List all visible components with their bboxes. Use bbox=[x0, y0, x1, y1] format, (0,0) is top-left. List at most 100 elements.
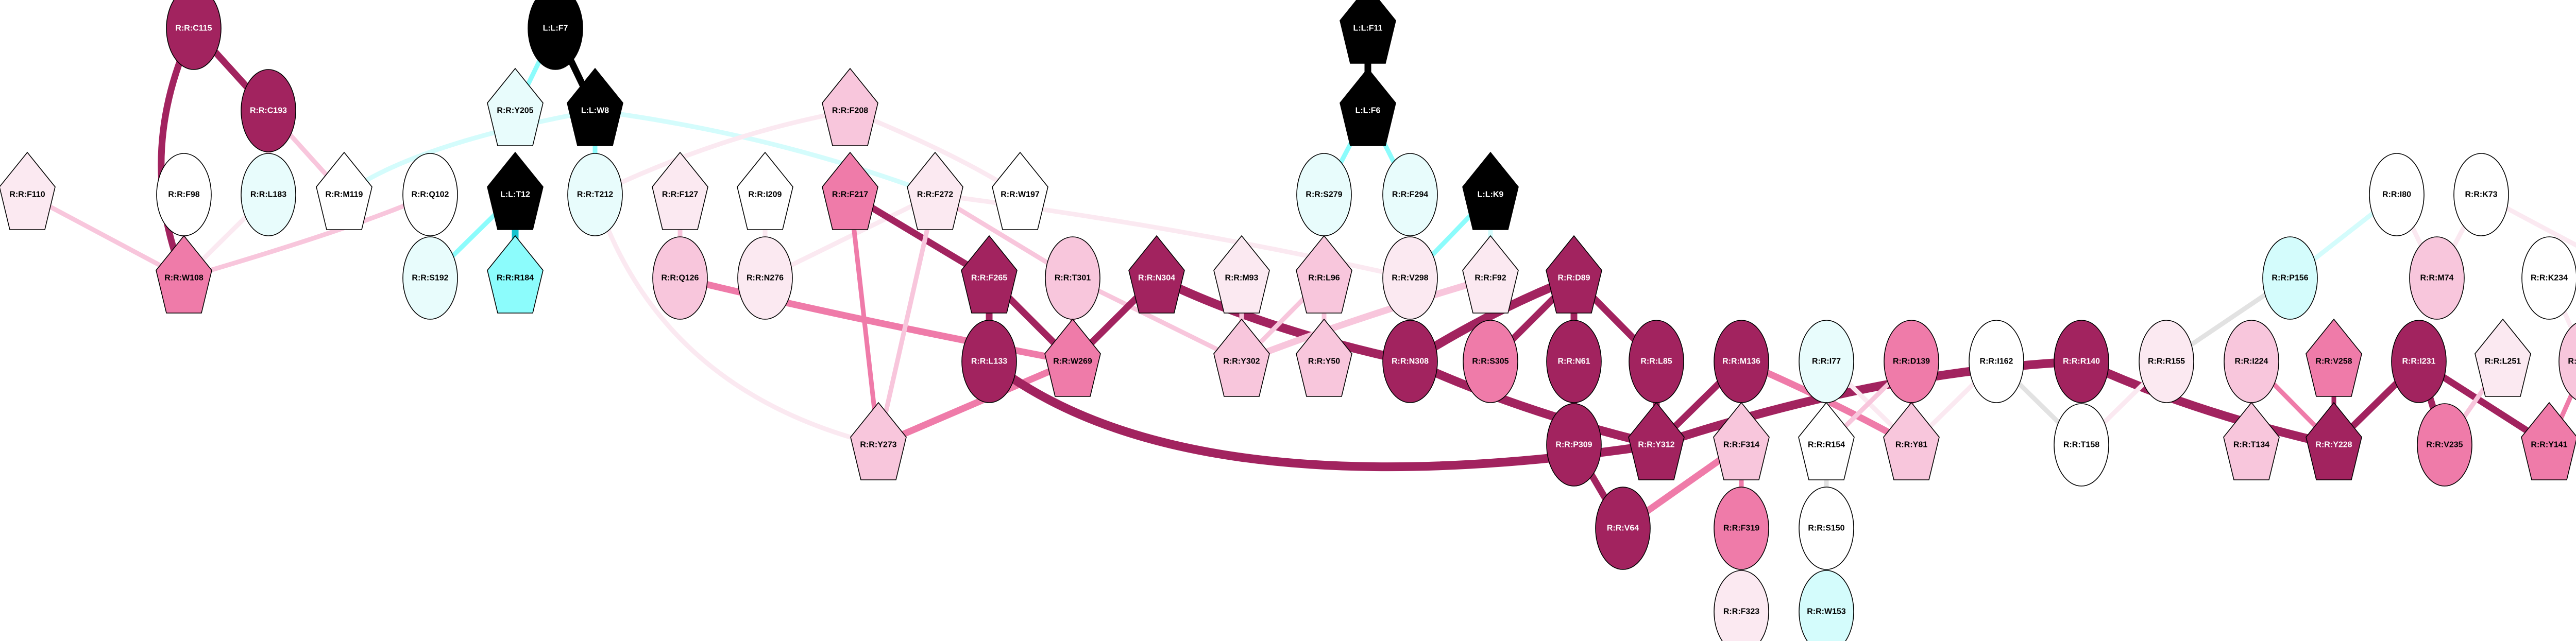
node-label: R:R:V145 bbox=[2568, 357, 2576, 366]
node-r-r-f208[interactable]: R:R:F208 bbox=[822, 67, 878, 146]
node-r-r-d89[interactable]: R:R:D89 bbox=[1546, 235, 1602, 314]
node-r-r-f294[interactable]: R:R:F294 bbox=[1382, 153, 1438, 236]
node-r-r-v64[interactable]: R:R:V64 bbox=[1595, 487, 1651, 570]
node-label: R:R:F92 bbox=[1475, 274, 1506, 283]
node-r-r-r155[interactable]: R:R:R155 bbox=[2139, 320, 2194, 403]
node-label: R:R:V64 bbox=[1607, 524, 1639, 533]
node-r-r-m93[interactable]: R:R:M93 bbox=[1213, 235, 1270, 314]
node-r-r-q102[interactable]: R:R:Q102 bbox=[402, 153, 458, 236]
node-label: R:R:T158 bbox=[2063, 441, 2099, 449]
node-r-r-y205[interactable]: R:R:Y205 bbox=[487, 67, 544, 146]
node-r-r-d139[interactable]: R:R:D139 bbox=[1884, 320, 1939, 403]
node-r-r-y273[interactable]: R:R:Y273 bbox=[850, 402, 907, 480]
ellipse-node-shape bbox=[1714, 487, 1769, 570]
node-r-r-w269[interactable]: R:R:W269 bbox=[1044, 318, 1101, 397]
node-r-r-w197[interactable]: R:R:W197 bbox=[992, 151, 1048, 230]
node-r-r-f217[interactable]: R:R:F217 bbox=[822, 151, 878, 230]
node-r-r-r140[interactable]: R:R:R140 bbox=[2054, 320, 2109, 403]
node-r-r-m74[interactable]: R:R:M74 bbox=[2409, 236, 2465, 320]
node-label: R:R:F208 bbox=[832, 107, 868, 115]
node-r-r-n304[interactable]: R:R:N304 bbox=[1128, 235, 1185, 314]
node-r-r-t134[interactable]: R:R:T134 bbox=[2223, 402, 2280, 480]
node-r-r-k234[interactable]: R:R:K234 bbox=[2521, 236, 2576, 320]
ellipse-node-shape bbox=[1382, 153, 1438, 236]
node-r-r-w153[interactable]: R:R:W153 bbox=[1799, 570, 1854, 641]
node-label: R:R:I80 bbox=[2382, 190, 2411, 199]
node-r-r-n276[interactable]: R:R:N276 bbox=[737, 236, 793, 320]
node-r-r-l251[interactable]: R:R:L251 bbox=[2475, 318, 2531, 397]
node-r-r-s305[interactable]: R:R:S305 bbox=[1463, 320, 1518, 403]
node-r-r-m136[interactable]: R:R:M136 bbox=[1714, 320, 1769, 403]
node-r-r-f314[interactable]: R:R:F314 bbox=[1713, 402, 1770, 480]
node-r-r-t158[interactable]: R:R:T158 bbox=[2054, 403, 2109, 487]
edge-RRF217-RRY273 bbox=[848, 194, 881, 445]
node-label: R:R:Y141 bbox=[2531, 441, 2567, 449]
node-r-r-y228[interactable]: R:R:Y228 bbox=[2306, 402, 2362, 480]
node-r-r-r154[interactable]: R:R:R154 bbox=[1798, 402, 1855, 480]
node-r-r-l85[interactable]: R:R:L85 bbox=[1629, 320, 1684, 403]
ellipse-node-shape bbox=[2054, 403, 2109, 487]
ellipse-node-shape bbox=[2417, 403, 2472, 487]
edge-RRF208-RRT212 bbox=[594, 108, 851, 197]
node-r-r-c115[interactable]: R:R:C115 bbox=[166, 0, 222, 70]
node-r-r-f265[interactable]: R:R:F265 bbox=[961, 235, 1018, 314]
node-r-r-f272[interactable]: R:R:F272 bbox=[907, 151, 963, 230]
node-r-r-q126[interactable]: R:R:Q126 bbox=[652, 236, 708, 320]
node-r-r-n308[interactable]: R:R:N308 bbox=[1382, 320, 1438, 403]
node-r-r-l96[interactable]: R:R:L96 bbox=[1296, 235, 1352, 314]
node-r-r-f127[interactable]: R:R:F127 bbox=[652, 151, 708, 230]
node-r-r-r184[interactable]: R:R:R184 bbox=[487, 235, 544, 314]
node-r-r-t301[interactable]: R:R:T301 bbox=[1045, 236, 1100, 320]
node-r-r-v258[interactable]: R:R:V258 bbox=[2306, 318, 2362, 397]
node-r-r-w108[interactable]: R:R:W108 bbox=[156, 235, 212, 314]
node-r-r-v235[interactable]: R:R:V235 bbox=[2417, 403, 2472, 487]
node-r-r-i162[interactable]: R:R:I162 bbox=[1969, 320, 2024, 403]
pentagon-node-shape bbox=[2306, 402, 2362, 480]
node-l-l-f6[interactable]: L:L:F6 bbox=[1340, 67, 1396, 146]
node-label: R:R:Y50 bbox=[1308, 357, 1340, 366]
ellipse-node-shape bbox=[652, 236, 708, 320]
node-l-l-f11[interactable]: L:L:F11 bbox=[1340, 0, 1396, 64]
node-label: L:L:T12 bbox=[500, 190, 530, 199]
node-r-r-k73[interactable]: R:R:K73 bbox=[2453, 153, 2509, 236]
node-r-r-s192[interactable]: R:R:S192 bbox=[402, 236, 458, 320]
node-r-r-t212[interactable]: R:R:T212 bbox=[567, 153, 623, 236]
node-r-r-f98[interactable]: R:R:F98 bbox=[156, 153, 212, 236]
node-r-r-i231[interactable]: R:R:I231 bbox=[2391, 320, 2447, 403]
pentagon-node-shape bbox=[1213, 318, 1270, 397]
node-l-l-f7[interactable]: L:L:F7 bbox=[528, 0, 583, 70]
node-r-r-v145[interactable]: R:R:V145 bbox=[2558, 320, 2576, 403]
node-r-r-s150[interactable]: R:R:S150 bbox=[1799, 487, 1854, 570]
node-r-r-m119[interactable]: R:R:M119 bbox=[316, 151, 372, 230]
node-r-r-y312[interactable]: R:R:Y312 bbox=[1628, 402, 1685, 480]
node-label: R:R:I209 bbox=[749, 190, 782, 199]
node-r-r-i224[interactable]: R:R:I224 bbox=[2224, 320, 2279, 403]
pentagon-node-shape bbox=[1296, 235, 1352, 314]
node-l-l-t12[interactable]: L:L:T12 bbox=[487, 151, 544, 230]
node-r-r-v298[interactable]: R:R:V298 bbox=[1382, 236, 1438, 320]
node-r-r-l183[interactable]: R:R:L183 bbox=[241, 153, 296, 236]
node-r-r-y141[interactable]: R:R:Y141 bbox=[2521, 402, 2576, 480]
node-r-r-f110[interactable]: R:R:F110 bbox=[0, 151, 56, 230]
node-r-r-s279[interactable]: R:R:S279 bbox=[1296, 153, 1352, 236]
node-r-r-y81[interactable]: R:R:Y81 bbox=[1883, 402, 1940, 480]
node-r-r-c193[interactable]: R:R:C193 bbox=[241, 69, 296, 152]
node-r-r-f323[interactable]: R:R:F323 bbox=[1714, 570, 1769, 641]
node-label: R:R:F323 bbox=[1723, 608, 1759, 616]
node-r-r-y302[interactable]: R:R:Y302 bbox=[1213, 318, 1270, 397]
node-label: R:R:Y312 bbox=[1638, 441, 1674, 449]
node-r-r-n61[interactable]: R:R:N61 bbox=[1546, 320, 1602, 403]
node-label: R:R:W197 bbox=[1001, 190, 1040, 199]
node-r-r-f92[interactable]: R:R:F92 bbox=[1462, 235, 1519, 314]
node-r-r-p156[interactable]: R:R:P156 bbox=[2262, 236, 2318, 320]
node-l-l-k9[interactable]: L:L:K9 bbox=[1462, 151, 1519, 230]
node-r-r-f319[interactable]: R:R:F319 bbox=[1714, 487, 1769, 570]
node-r-r-i209[interactable]: R:R:I209 bbox=[737, 151, 793, 230]
node-l-l-w8[interactable]: L:L:W8 bbox=[567, 67, 623, 146]
node-r-r-i77[interactable]: R:R:I77 bbox=[1799, 320, 1854, 403]
node-r-r-y50[interactable]: R:R:Y50 bbox=[1296, 318, 1352, 397]
node-r-r-i80[interactable]: R:R:I80 bbox=[2369, 153, 2425, 236]
node-r-r-p309[interactable]: R:R:P309 bbox=[1546, 403, 1602, 487]
pentagon-node-shape bbox=[2521, 402, 2576, 480]
node-r-r-l133[interactable]: R:R:L133 bbox=[961, 320, 1017, 403]
